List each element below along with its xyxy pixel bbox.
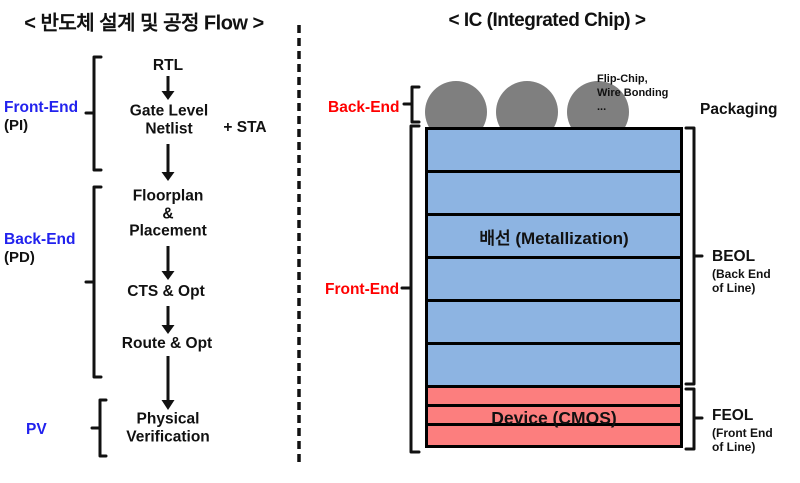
chip-back-end-label: Back-End bbox=[328, 99, 400, 116]
beol-label-block: BEOL (Back End of Line) bbox=[712, 248, 771, 295]
stage-braces bbox=[84, 55, 108, 458]
feol-label: FEOL bbox=[712, 407, 754, 424]
device-layer-row bbox=[428, 426, 680, 445]
stage-label-front-end: Front-End (PI) bbox=[4, 99, 78, 135]
packaging-brace bbox=[402, 85, 421, 124]
front-end-label: Front-End bbox=[4, 99, 79, 116]
packaging-label: Packaging bbox=[700, 101, 778, 118]
flow-arrow bbox=[161, 246, 175, 280]
pd-sub-label: (PD) bbox=[4, 249, 35, 267]
flow-node-gate-level-netlist: Gate Level Netlist bbox=[129, 102, 209, 137]
metal-layer-row: 배선 (Metallization) bbox=[428, 216, 680, 259]
metal-layer-row bbox=[428, 173, 680, 216]
pv-brace bbox=[90, 398, 108, 458]
device-layer-row bbox=[428, 407, 680, 426]
metallization-label: 배선 (Metallization) bbox=[479, 228, 629, 248]
stage-label-pv: PV bbox=[26, 421, 47, 439]
flow-node-rtl: RTL bbox=[152, 57, 184, 75]
flow-node-cts-opt: CTS & Opt bbox=[127, 283, 205, 301]
stage-label-back-end: Back-End (PD) bbox=[4, 231, 76, 267]
metal-layer-row bbox=[428, 259, 680, 302]
feol-label-block: FEOL (Front End of Line) bbox=[712, 407, 773, 454]
feol-sub-label: (Front End of Line) bbox=[712, 425, 773, 454]
flip-chip-wire-bonding-note: Flip-Chip, Wire Bonding ... bbox=[597, 73, 669, 113]
right-panel-title: < IC (Integrated Chip) > bbox=[448, 10, 646, 31]
flow-arrow bbox=[161, 76, 175, 100]
ic-stack: 배선 (Metallization) bbox=[425, 127, 683, 448]
device-layer-row bbox=[428, 388, 680, 407]
metal-layer-row bbox=[428, 130, 680, 173]
beol-label: BEOL bbox=[712, 248, 756, 265]
flow-arrow bbox=[161, 306, 175, 334]
left-panel-title: < 반도체 설계 및 공정 Flow > bbox=[24, 12, 264, 35]
feol-brace bbox=[684, 387, 704, 451]
back-end-brace bbox=[84, 185, 103, 379]
front-end-brace bbox=[84, 55, 103, 172]
flow-arrow-long bbox=[161, 356, 175, 410]
sta-note: + STA bbox=[223, 119, 267, 137]
flow-node-physical-verification: Physical Verification bbox=[126, 410, 210, 445]
pv-label: PV bbox=[26, 421, 47, 438]
pi-sub-label: (PI) bbox=[4, 117, 29, 135]
beol-sub-label: (Back End of Line) bbox=[712, 266, 771, 295]
flow-node-floorplan-placement: Floorplan & Placement bbox=[129, 187, 207, 240]
chip-front-end-brace bbox=[400, 124, 421, 454]
ic-braces bbox=[400, 85, 704, 454]
device-cmos-label: Device (CMOS) bbox=[491, 407, 617, 428]
metal-layer-row bbox=[428, 345, 680, 388]
beol-brace bbox=[684, 126, 704, 386]
chip-front-end-label: Front-End bbox=[325, 281, 400, 298]
metal-layer-row bbox=[428, 302, 680, 345]
back-end-label: Back-End bbox=[4, 231, 76, 248]
flow-arrow bbox=[161, 144, 175, 181]
flow-arrows bbox=[161, 76, 175, 410]
flow-node-route-opt: Route & Opt bbox=[121, 335, 213, 353]
